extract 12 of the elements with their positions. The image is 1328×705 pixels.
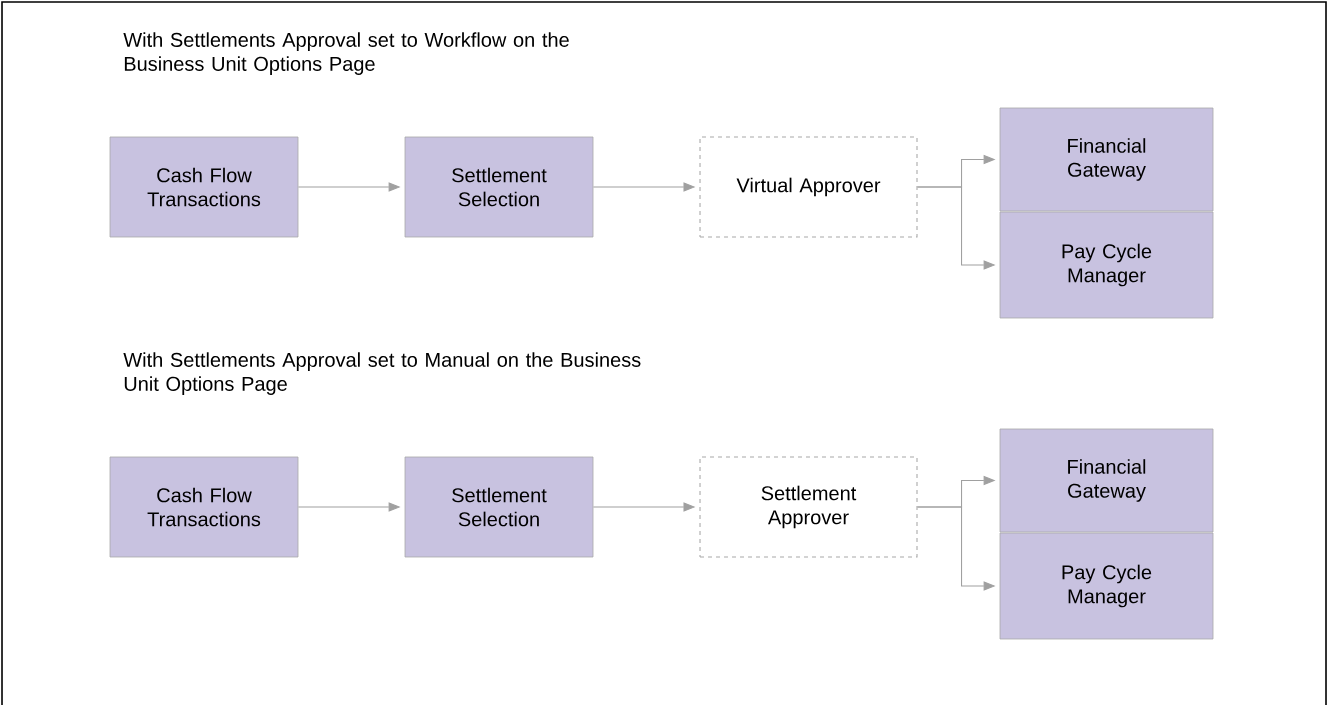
process-box: Financial Gateway [999, 107, 1214, 212]
process-box: Pay Cycle Manager [999, 211, 1214, 319]
dashed-box: Virtual Approver [699, 136, 918, 238]
process-box: Cash Flow Transactions [109, 456, 299, 558]
dashed-box: Settlement Approver [699, 456, 918, 558]
section-heading: With Settlements Approval set to Workflow on the Business Unit Options Page [123, 32, 569, 75]
process-box: Settlement Selection [404, 136, 594, 238]
process-box: Cash Flow Transactions [109, 136, 299, 238]
process-box: Settlement Selection [404, 456, 594, 558]
process-box: Financial Gateway [999, 428, 1214, 533]
process-box: Pay Cycle Manager [999, 532, 1214, 640]
section-heading: With Settlements Approval set to Manual on the Business Unit Options Page [123, 352, 641, 395]
